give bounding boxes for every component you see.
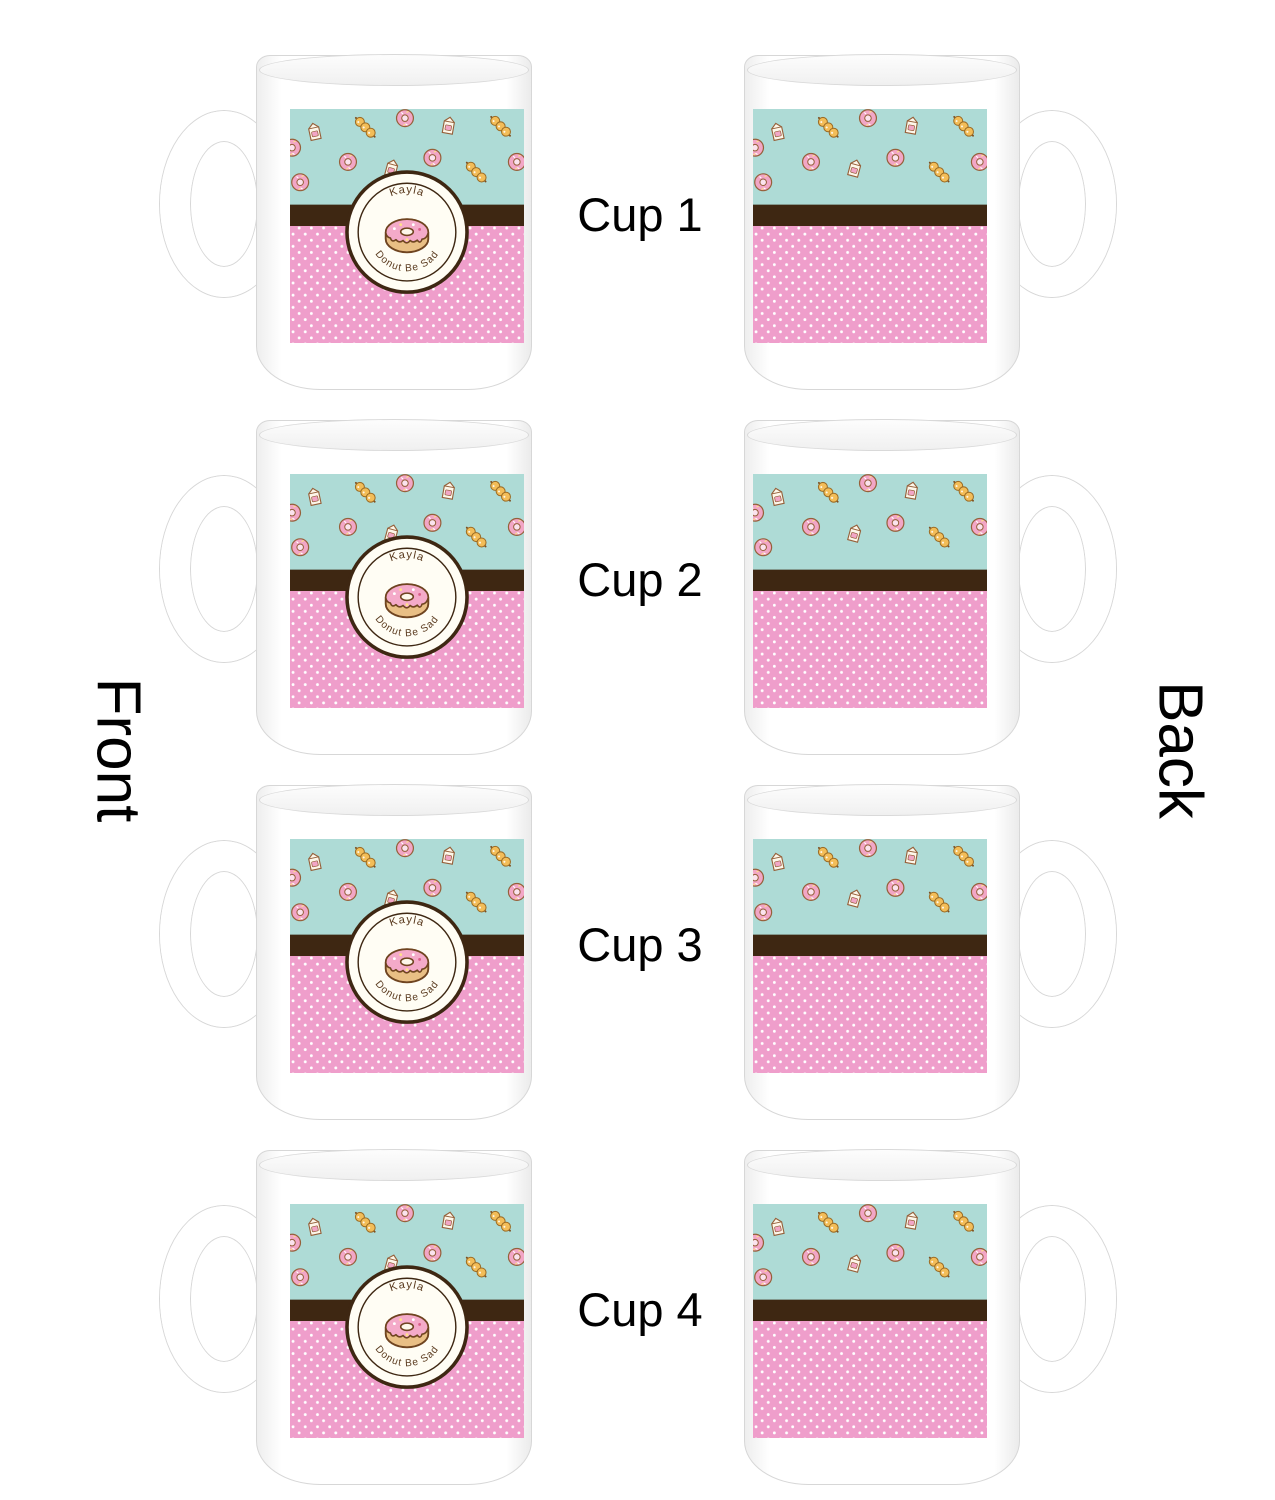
cup-row: Kayla Donut Be Sad Cup 4	[0, 1149, 1275, 1485]
cup-label: Cup 2	[577, 553, 703, 606]
cup-body	[744, 419, 1020, 755]
cup-label: Cup 3	[577, 918, 703, 971]
design-badge: Kayla Donut Be Sad	[345, 900, 469, 1024]
design-badge: Kayla Donut Be Sad	[345, 170, 469, 294]
espresso-cup-back-view	[744, 419, 1116, 755]
cup-design-back	[753, 839, 987, 1073]
cup-design-front: Kayla Donut Be Sad	[290, 474, 524, 708]
cup-rim	[259, 784, 529, 816]
cup-rim	[259, 419, 529, 451]
cup-label: Cup 1	[577, 188, 703, 241]
cup-rim	[747, 784, 1017, 816]
cup-rim	[259, 54, 529, 86]
cup-body: Kayla Donut Be Sad	[256, 419, 532, 755]
espresso-cup-back-view	[744, 784, 1116, 1120]
cup-row: Kayla Donut Be Sad Cup 2	[0, 419, 1275, 755]
design-badge: Kayla Donut Be Sad	[345, 535, 469, 659]
cup-body: Kayla Donut Be Sad	[256, 784, 532, 1120]
cup-label: Cup 4	[577, 1283, 703, 1336]
cup-row: Kayla Donut Be Sad Cup 3	[0, 784, 1275, 1120]
espresso-cup-back-view	[744, 1149, 1116, 1485]
espresso-cup-front-view: Kayla Donut Be Sad	[160, 1149, 532, 1485]
espresso-cup-front-view: Kayla Donut Be Sad	[160, 419, 532, 755]
cup-design-back	[753, 474, 987, 708]
cup-rim	[747, 419, 1017, 451]
cup-design-back	[753, 109, 987, 343]
cup-rim	[747, 54, 1017, 86]
espresso-cup-back-view	[744, 54, 1116, 390]
cup-design-front: Kayla Donut Be Sad	[290, 1204, 524, 1438]
espresso-cup-front-view: Kayla Donut Be Sad	[160, 784, 532, 1120]
cup-body: Kayla Donut Be Sad	[256, 54, 532, 390]
cup-row: Kayla Donut Be Sad Cup 1	[0, 54, 1275, 390]
design-badge: Kayla Donut Be Sad	[345, 1265, 469, 1389]
cup-body	[744, 1149, 1020, 1485]
cup-design-front: Kayla Donut Be Sad	[290, 109, 524, 343]
cup-body	[744, 784, 1020, 1120]
cup-body: Kayla Donut Be Sad	[256, 1149, 532, 1485]
cup-design-front: Kayla Donut Be Sad	[290, 839, 524, 1073]
cup-rim	[259, 1149, 529, 1181]
cup-body	[744, 54, 1020, 390]
cup-rim	[747, 1149, 1017, 1181]
cup-design-back	[753, 1204, 987, 1438]
espresso-cup-front-view: Kayla Donut Be Sad	[160, 54, 532, 390]
